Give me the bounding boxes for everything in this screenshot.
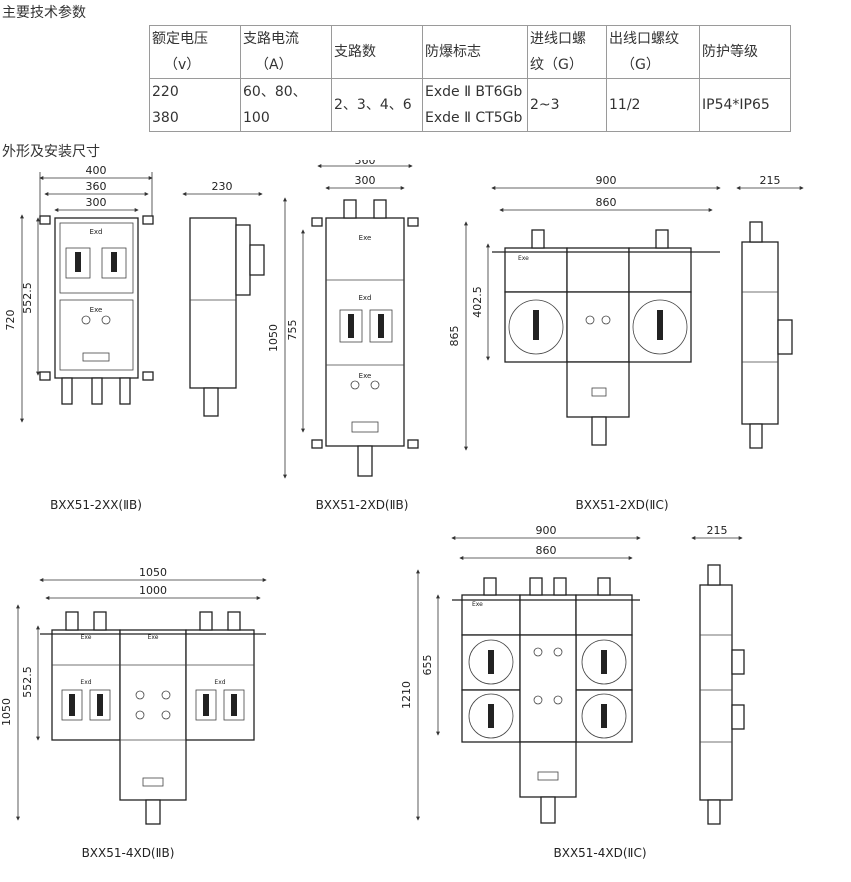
- header-current: 支路电流（A）: [240, 25, 332, 79]
- label-exe: Exe: [90, 306, 103, 314]
- table-header-row: 额定电压（v） 支路电流（A） 支路数 防爆标志 进线口螺纹（G） 出线口螺纹（…: [149, 25, 791, 79]
- dim-side-depth: 215: [707, 524, 728, 537]
- label-exe-left: Exe: [81, 634, 92, 641]
- label-exe-bot: Exe: [359, 372, 372, 380]
- dim-height-total: 720: [4, 310, 17, 331]
- label-exe: Exe: [472, 601, 483, 608]
- caption-4xd-iib: BXX51-4XD(ⅡB): [82, 846, 175, 860]
- drawing-4xd-iib: 1050 1000 1050 552.5 Exe Exe Exd Exd: [0, 566, 267, 825]
- drawing-2xd-iic-side: 215: [736, 174, 804, 449]
- drawing-2xx-iib-side: 230: [182, 180, 265, 417]
- dim-height-total: 865: [448, 326, 461, 347]
- dim-width-outer: 900: [596, 174, 617, 187]
- cell-branches: 2、3、4、6: [331, 78, 423, 132]
- label-exd: Exd: [358, 294, 371, 302]
- dim-side-depth: 215: [760, 174, 781, 187]
- dim-width-mid: 360: [86, 180, 107, 193]
- drawing-4xd-iic: 900 860 1210 655 Exe: [400, 524, 641, 824]
- header-ex-mark: 防爆标志: [422, 25, 528, 79]
- header-voltage: 额定电压（v）: [149, 25, 241, 79]
- dim-side-depth: 230: [212, 180, 233, 193]
- cell-ip: IP54*IP65: [699, 78, 791, 132]
- header-outlet-thread: 出线口螺纹（G）: [606, 25, 700, 79]
- label-exe: Exe: [518, 255, 529, 262]
- label-exd-right: Exd: [214, 679, 225, 686]
- dim-height-total: 1050: [0, 698, 13, 726]
- dim-height-total: 1210: [400, 681, 413, 709]
- section-title-drawings: 外形及安装尺寸: [2, 144, 100, 160]
- caption-2xx-iib: BXX51-2XX(ⅡB): [50, 498, 142, 512]
- drawing-2xd-iic: 900 860 865 402.5 Exe: [448, 174, 721, 451]
- caption-2xd-iic: BXX51-2XD(ⅡC): [575, 498, 668, 512]
- dim-width-outer: 400: [86, 164, 107, 177]
- cell-outlet: 11/2: [606, 78, 700, 132]
- caption-4xd-iic: BXX51-4XD(ⅡC): [553, 846, 646, 860]
- header-inlet-thread: 进线口螺纹（G）: [527, 25, 607, 79]
- dim-width-outer: 1050: [139, 566, 167, 579]
- dim-height-mount: 552.5: [21, 666, 34, 698]
- dim-width-inner: 860: [536, 544, 557, 557]
- label-exd: Exd: [89, 228, 102, 236]
- drawing-2xd-iib: 360 300 1050 755 Exe Exd Exe: [267, 160, 419, 479]
- spec-table: 额定电压（v） 支路电流（A） 支路数 防爆标志 进线口螺纹（G） 出线口螺纹（…: [149, 25, 791, 132]
- cell-current: 60、80、100: [240, 78, 332, 132]
- header-ip-rating: 防护等级: [699, 25, 791, 79]
- drawing-4xd-iic-side: 215: [691, 524, 745, 825]
- label-exd-left: Exd: [80, 679, 91, 686]
- dim-width-outer: 360: [355, 160, 376, 167]
- dim-height-mount: 552.5: [21, 282, 34, 314]
- label-exe-center: Exe: [148, 634, 159, 641]
- header-branches: 支路数: [331, 25, 423, 79]
- caption-2xd-iib: BXX51-2XD(ⅡB): [316, 498, 409, 512]
- dim-width-inner: 860: [596, 196, 617, 209]
- label-exe-top: Exe: [359, 234, 372, 242]
- dim-height-mount: 755: [286, 320, 299, 341]
- section-title-specs: 主要技术参数: [2, 5, 86, 21]
- dim-height-mount: 402.5: [471, 286, 484, 318]
- dim-width-outer: 900: [536, 524, 557, 537]
- dim-width-inner: 300: [86, 196, 107, 209]
- dim-height-mount: 655: [421, 655, 434, 676]
- dim-width-inner: 300: [355, 174, 376, 187]
- drawing-2xx-iib: 400 360 300 720 552.5 Exd Exe: [4, 164, 154, 423]
- dim-width-inner: 1000: [139, 584, 167, 597]
- cell-inlet: 2~3: [527, 78, 607, 132]
- dim-height-total: 1050: [267, 324, 280, 352]
- technical-drawings: 400 360 300 720 552.5 Exd Exe 230 BXX51-…: [0, 160, 804, 860]
